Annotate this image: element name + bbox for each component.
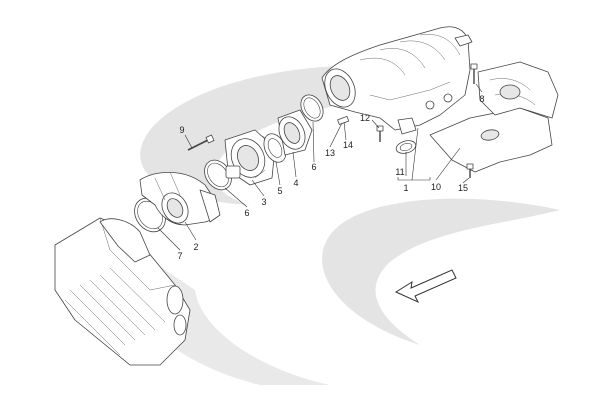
callout-9: 9 (179, 125, 184, 135)
callout-4: 4 (293, 178, 298, 188)
hose-clamp-6-left (204, 159, 232, 191)
callout-6-right: 6 (311, 162, 316, 172)
callout-12: 12 (360, 113, 370, 123)
callout-14: 14 (343, 140, 353, 150)
callout-6-left: 6 (244, 208, 249, 218)
clip-14 (337, 116, 350, 125)
callout-labels: 1 2 3 4 5 6 6 7 8 9 10 11 12 13 14 15 (177, 94, 484, 261)
callout-8: 8 (479, 94, 484, 104)
screw-15 (466, 163, 474, 178)
bolt-9 (187, 134, 215, 151)
callout-15: 15 (458, 183, 468, 193)
heat-shield-10 (429, 61, 559, 173)
leader-lines (157, 83, 483, 251)
callout-3: 3 (261, 197, 266, 207)
callout-13: 13 (325, 148, 335, 158)
intake-manifold-1 (321, 26, 473, 135)
bolt-8 (470, 63, 478, 84)
background-watermark-swoosh (118, 65, 560, 385)
callout-2: 2 (193, 242, 198, 252)
callout-1: 1 (403, 183, 408, 193)
screw-12 (376, 125, 384, 142)
callout-7: 7 (177, 251, 182, 261)
callout-10: 10 (431, 182, 441, 192)
callout-5: 5 (277, 186, 282, 196)
air-filter-box (54, 217, 191, 366)
adapter-4 (277, 109, 313, 156)
throttle-body-3 (224, 129, 276, 186)
callout-11: 11 (395, 167, 404, 177)
hose-clamp-6-right (300, 94, 324, 122)
intake-duct-2 (139, 171, 221, 226)
direction-arrow (394, 269, 457, 304)
gasket-11 (395, 140, 417, 154)
